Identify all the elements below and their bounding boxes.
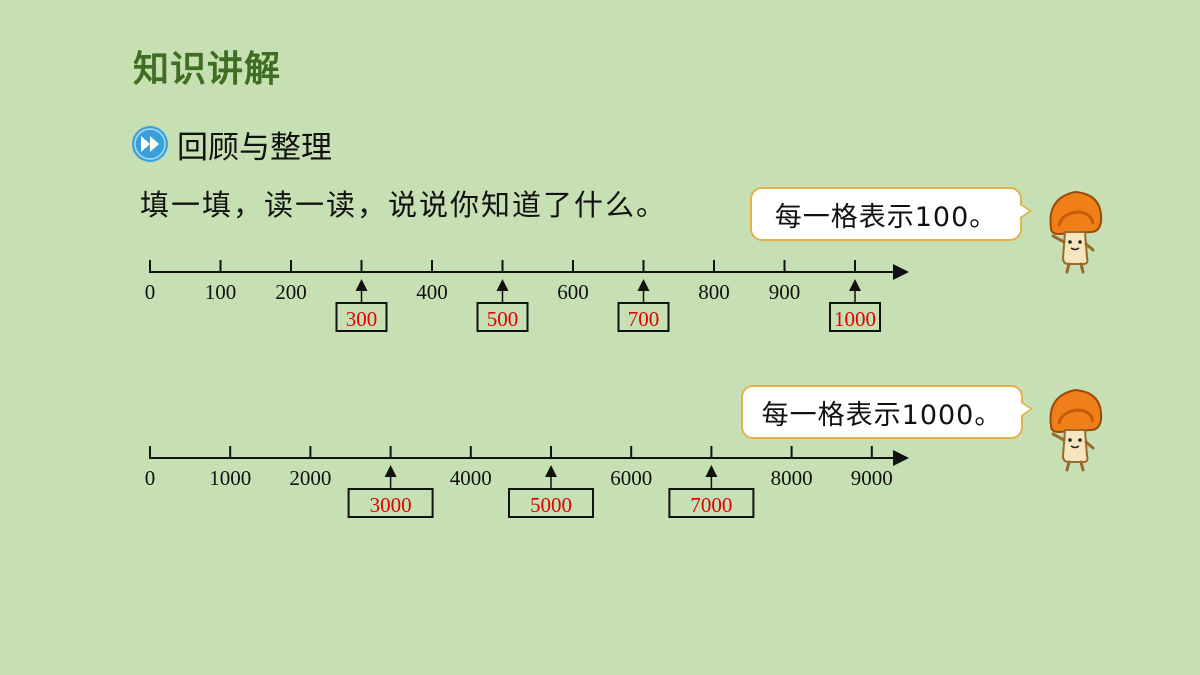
answer-box: [335, 302, 388, 332]
answer-value: 5000: [530, 493, 572, 517]
answer-box: [508, 488, 594, 518]
instruction-text: 填一填，读一读，说说你知道了什么。: [140, 188, 668, 222]
tick-label: 0: [145, 280, 156, 304]
tick-label: 900: [769, 280, 801, 304]
tick-label: 6000: [610, 466, 652, 490]
mushroom-mascot-icon: [1049, 190, 1103, 274]
answer-box: [347, 488, 434, 518]
answer-value: 3000: [370, 493, 412, 517]
speech-bubble-hint-1: 每一格表示100。: [750, 187, 1032, 241]
fast-forward-icon: [132, 126, 168, 162]
tick-label: 0: [145, 466, 156, 490]
answer-value: 700: [628, 307, 660, 331]
speech-bubble-hint-2: 每一格表示1000。: [741, 385, 1033, 439]
answer-box: [476, 302, 529, 332]
tick-label: 2000: [289, 466, 331, 490]
tick-label: 800: [698, 280, 730, 304]
answer-value: 1000: [834, 307, 876, 331]
answer-value: 7000: [690, 493, 732, 517]
mushroom-mascot-icon: [1049, 388, 1103, 472]
hint-text-2: 每一格表示1000。: [761, 399, 1003, 431]
section-header: 回顾与整理: [131, 124, 332, 166]
tick-label: 200: [275, 280, 307, 304]
answer-box: [668, 488, 755, 518]
tick-label: 9000: [851, 466, 893, 490]
answer-box: [617, 302, 670, 332]
tick-label: 100: [205, 280, 237, 304]
section-label: 回顾与整理: [177, 129, 332, 166]
tick-label: 1000: [209, 466, 251, 490]
answer-box: [829, 302, 881, 332]
tick-label: 400: [416, 280, 448, 304]
page-title: 知识讲解: [133, 49, 282, 90]
tick-label: 8000: [771, 466, 813, 490]
tick-label: 600: [557, 280, 589, 304]
answer-value: 500: [487, 307, 519, 331]
hint-text-1: 每一格表示100。: [774, 201, 998, 233]
answer-value: 300: [346, 307, 378, 331]
tick-label: 4000: [450, 466, 492, 490]
